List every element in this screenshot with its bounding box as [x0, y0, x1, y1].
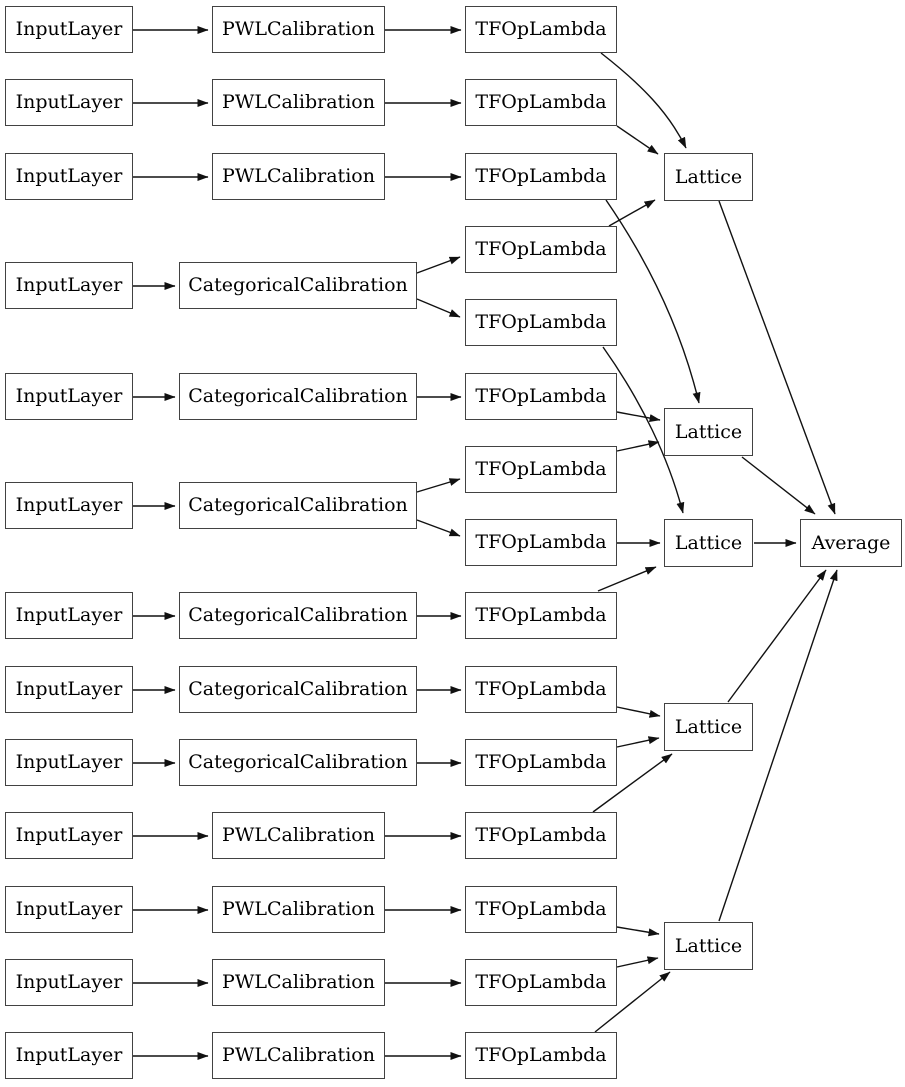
node-tfoplambda-13: TFOpLambda — [465, 886, 617, 933]
node-average: Average — [800, 519, 902, 567]
node-input-13: InputLayer — [5, 1032, 133, 1079]
node-catcalib-6: CategoricalCalibration — [179, 739, 417, 786]
node-tfoplambda-10: TFOpLambda — [465, 666, 617, 713]
edge-tfoplambda-6-to-lattice-2 — [616, 411, 661, 423]
node-pwlcalib-6: PWLCalibration — [212, 959, 385, 1006]
node-catcalib-4: CategoricalCalibration — [179, 592, 417, 639]
edge-tfoplambda-12-to-lattice-4 — [592, 753, 673, 813]
edge-catcalib-3-to-tfoplambda-7 — [416, 478, 461, 493]
node-lattice-3: Lattice — [664, 519, 753, 567]
node-pwlcalib-7: PWLCalibration — [212, 1032, 385, 1079]
edge-tfoplambda-7-to-lattice-2 — [616, 440, 660, 452]
node-input-8: InputLayer — [5, 666, 133, 713]
edge-catcalib-1-to-tfoplambda-5 — [416, 298, 461, 318]
edge-lattice-4-to-average — [727, 569, 827, 703]
edge-lattice-5-to-average — [718, 569, 838, 922]
edge-tfoplambda-14-to-lattice-5 — [616, 956, 659, 968]
edge-tfoplambda-9-to-lattice-3 — [597, 566, 657, 592]
node-input-2: InputLayer — [5, 79, 133, 126]
edge-lattice-1-to-average — [718, 200, 836, 515]
node-tfoplambda-15: TFOpLambda — [465, 1032, 617, 1079]
node-input-4: InputLayer — [5, 262, 133, 309]
node-pwlcalib-1: PWLCalibration — [212, 6, 385, 53]
node-tfoplambda-1: TFOpLambda — [465, 6, 617, 53]
node-input-9: InputLayer — [5, 739, 133, 786]
node-pwlcalib-3: PWLCalibration — [212, 153, 385, 200]
node-catcalib-5: CategoricalCalibration — [179, 666, 417, 713]
edge-tfoplambda-3-to-lattice-2 — [605, 199, 701, 404]
node-lattice-4: Lattice — [664, 703, 753, 751]
edge-catcalib-1-to-tfoplambda-4 — [416, 256, 461, 274]
node-catcalib-1: CategoricalCalibration — [179, 262, 417, 309]
edge-tfoplambda-1-to-lattice-1 — [600, 52, 687, 149]
node-lattice-1: Lattice — [664, 153, 753, 201]
node-pwlcalib-2: PWLCalibration — [212, 79, 385, 126]
node-tfoplambda-2: TFOpLambda — [465, 79, 617, 126]
node-input-6: InputLayer — [5, 482, 133, 529]
node-input-3: InputLayer — [5, 153, 133, 200]
node-pwlcalib-4: PWLCalibration — [212, 812, 385, 859]
node-tfoplambda-3: TFOpLambda — [465, 153, 617, 200]
node-input-1: InputLayer — [5, 6, 133, 53]
node-tfoplambda-11: TFOpLambda — [465, 739, 617, 786]
node-tfoplambda-14: TFOpLambda — [465, 959, 617, 1006]
edge-tfoplambda-11-to-lattice-4 — [616, 736, 660, 748]
node-input-11: InputLayer — [5, 886, 133, 933]
node-pwlcalib-5: PWLCalibration — [212, 886, 385, 933]
edge-tfoplambda-10-to-lattice-4 — [616, 706, 661, 718]
node-input-10: InputLayer — [5, 812, 133, 859]
node-tfoplambda-6: TFOpLambda — [465, 373, 617, 420]
node-tfoplambda-4: TFOpLambda — [465, 226, 617, 273]
node-input-7: InputLayer — [5, 592, 133, 639]
node-catcalib-2: CategoricalCalibration — [179, 373, 417, 420]
node-catcalib-3: CategoricalCalibration — [179, 482, 417, 529]
edge-tfoplambda-5-to-lattice-3 — [602, 346, 685, 514]
node-lattice-2: Lattice — [664, 408, 753, 456]
edge-lattice-2-to-average — [741, 456, 816, 515]
node-input-5: InputLayer — [5, 373, 133, 420]
edge-tfoplambda-15-to-lattice-5 — [594, 971, 671, 1033]
node-tfoplambda-9: TFOpLambda — [465, 592, 617, 639]
node-tfoplambda-8: TFOpLambda — [465, 519, 617, 566]
node-tfoplambda-5: TFOpLambda — [465, 299, 617, 346]
edge-tfoplambda-2-to-lattice-1 — [616, 125, 659, 155]
edge-catcalib-3-to-tfoplambda-8 — [416, 519, 461, 537]
node-lattice-5: Lattice — [664, 922, 753, 970]
node-tfoplambda-12: TFOpLambda — [465, 812, 617, 859]
edge-tfoplambda-13-to-lattice-5 — [616, 926, 660, 937]
edge-tfoplambda-4-to-lattice-1 — [608, 199, 656, 227]
node-input-12: InputLayer — [5, 959, 133, 1006]
node-tfoplambda-7: TFOpLambda — [465, 446, 617, 493]
